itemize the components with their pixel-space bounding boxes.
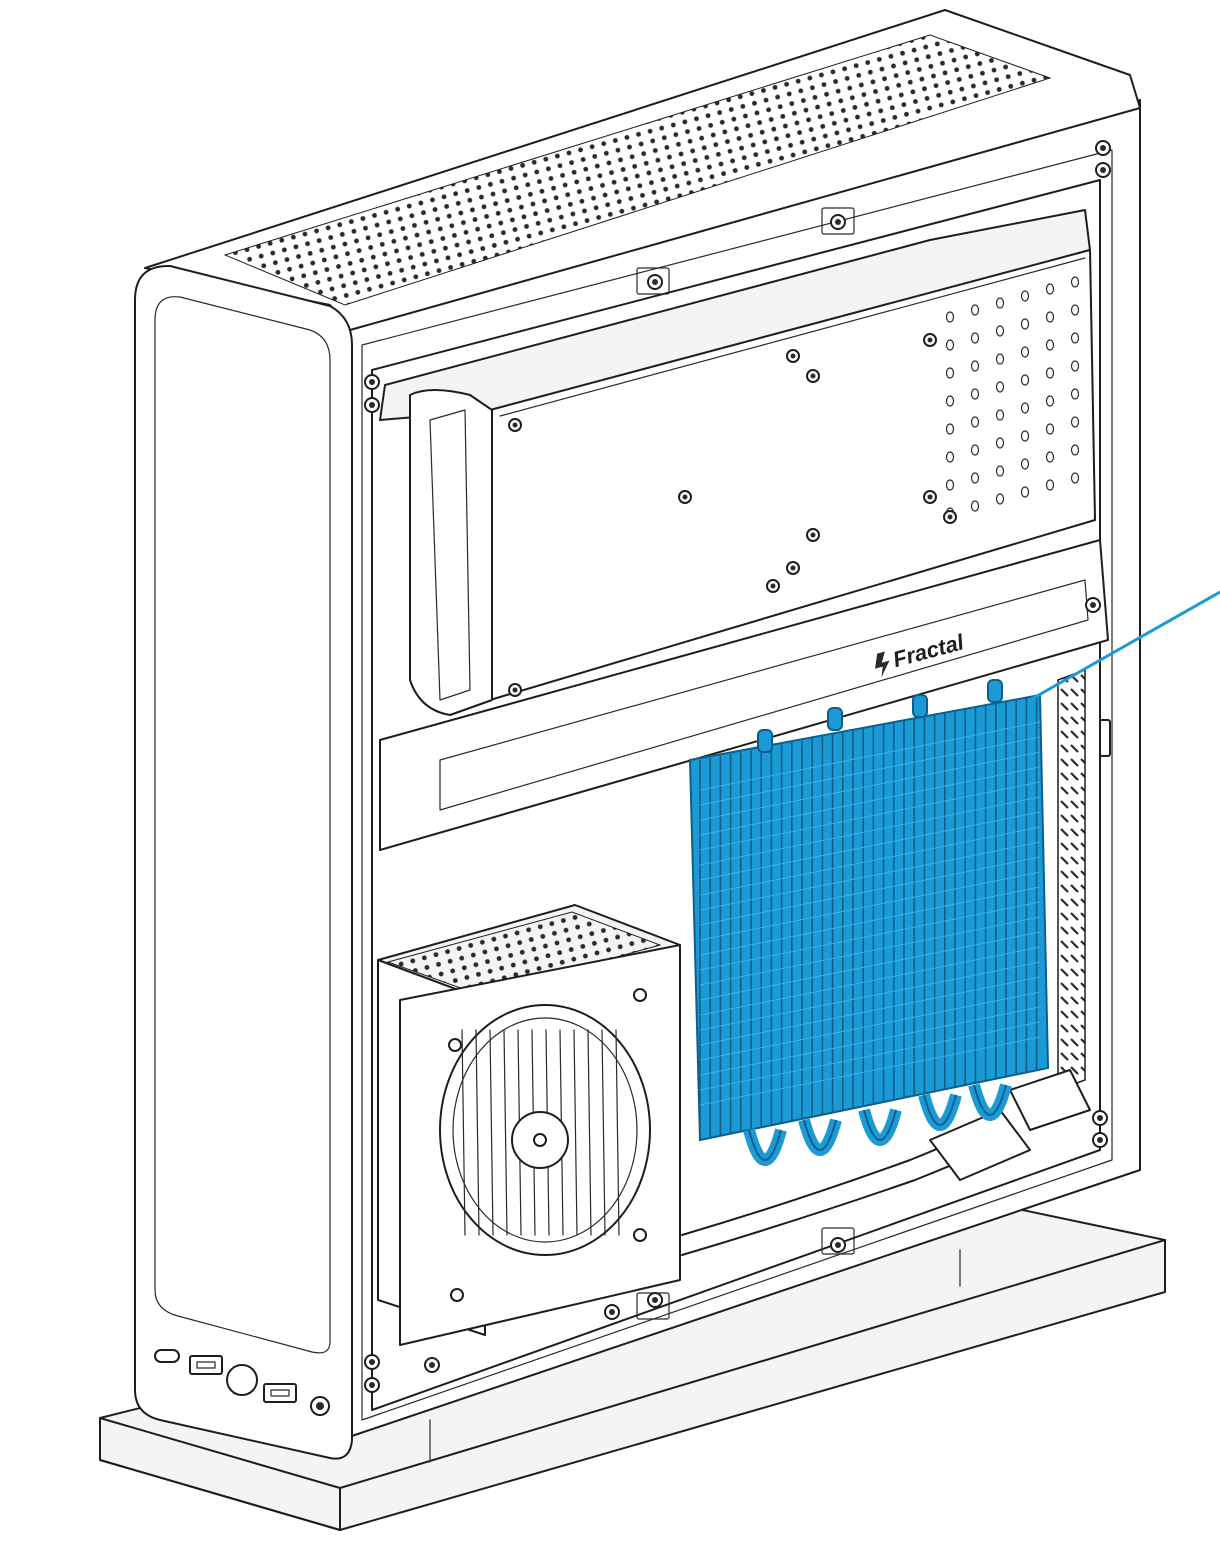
front-panel bbox=[134, 264, 353, 1460]
power-cables bbox=[681, 1069, 1091, 1256]
panel-screws bbox=[364, 140, 1111, 1393]
power-button bbox=[226, 1364, 258, 1396]
gpu-screws bbox=[508, 333, 957, 697]
cpu-tower-cooler bbox=[688, 679, 1050, 1166]
callout-leader-line bbox=[1029, 590, 1220, 702]
power-supply bbox=[377, 904, 681, 1346]
front-io bbox=[154, 1349, 330, 1416]
support-bracket bbox=[379, 539, 1109, 851]
usb-a-port bbox=[189, 1355, 223, 1375]
usb-c-port bbox=[154, 1349, 180, 1363]
usb-a-port-2 bbox=[263, 1383, 297, 1403]
gpu-backplate-holes bbox=[945, 276, 1080, 519]
graphics-card bbox=[379, 209, 1096, 716]
